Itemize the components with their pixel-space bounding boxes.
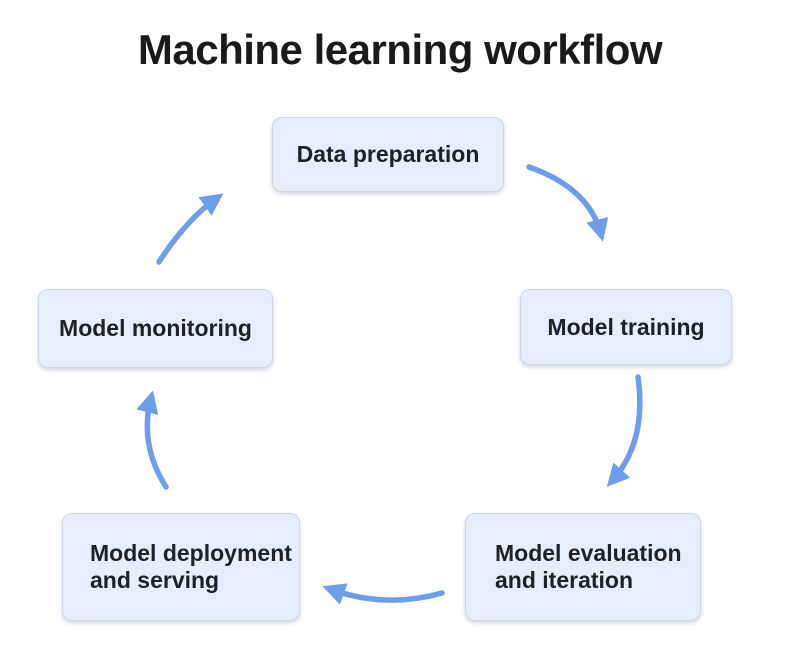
arrow-model-training-to-model-evaluation bbox=[606, 374, 643, 487]
node-model-deployment-and-serving: Model deployment and serving bbox=[62, 513, 300, 621]
node-label: Data preparation bbox=[296, 141, 480, 167]
node-label: Model deployment and serving bbox=[90, 540, 292, 593]
page-title: Machine learning workflow bbox=[137, 26, 663, 73]
node-model-monitoring: Model monitoring bbox=[38, 289, 273, 368]
arrow-data-preparation-to-model-training bbox=[526, 164, 609, 242]
arrow-model-evaluation-to-model-deployment bbox=[322, 583, 445, 605]
node-label: Model evaluation and iteration bbox=[495, 540, 682, 593]
node-label: Model training bbox=[547, 313, 705, 340]
node-label: Model monitoring bbox=[59, 315, 252, 341]
node-data-preparation: Data preparation bbox=[272, 117, 504, 192]
node-model-evaluation-and-iteration: Model evaluation and iteration bbox=[465, 513, 701, 621]
node-model-training: Model training bbox=[520, 289, 732, 365]
arrow-model-monitoring-to-data-preparation bbox=[156, 193, 224, 265]
arrow-model-deployment-to-model-monitoring bbox=[136, 390, 169, 490]
